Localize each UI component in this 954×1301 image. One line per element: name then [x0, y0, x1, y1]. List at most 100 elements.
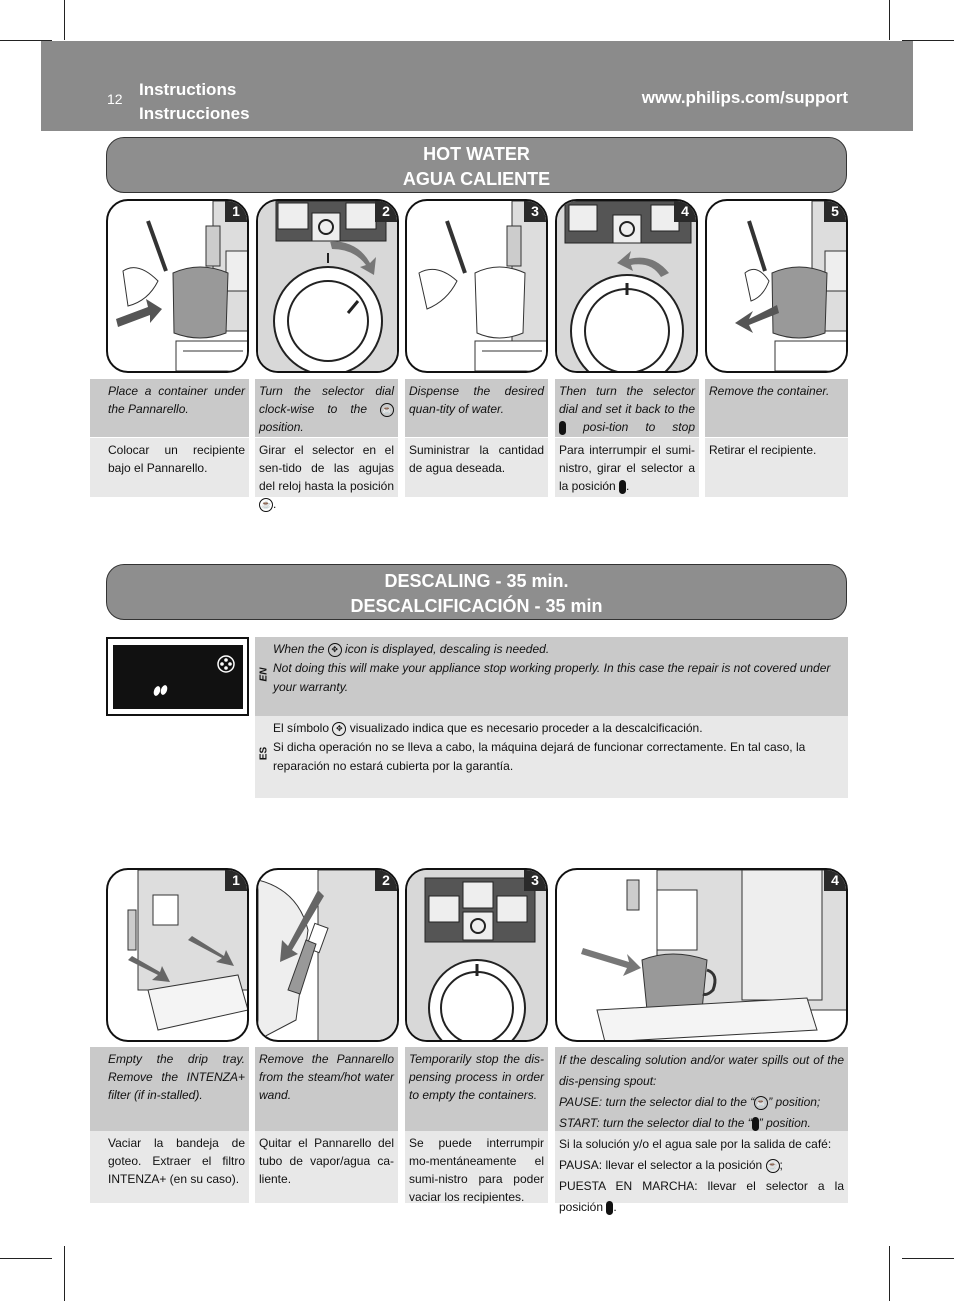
info-text: icon is displayed, descaling is needed.	[341, 642, 550, 656]
selector-dial-illustration	[557, 201, 696, 371]
step-text: .	[613, 1200, 617, 1214]
descaling-title-es: DESCALCIFICACIÓN - 35 min	[350, 596, 603, 616]
step-text: Empty the drip tray. Remove the INTENZA+…	[108, 1052, 245, 1102]
descaling-step-4-en: If the descaling solution and/or water s…	[555, 1047, 848, 1131]
info-text: When the	[273, 642, 328, 656]
remove-pannarello-illustration	[258, 870, 397, 1040]
step-text: Vaciar la bandeja de goteo. Extraer el f…	[108, 1136, 245, 1186]
step-text: Quitar el Pannarello del tubo de vapor/a…	[259, 1136, 394, 1186]
drip-tray-illustration	[127, 870, 247, 1031]
page-header: 12 Instructions Instrucciones www.philip…	[41, 41, 913, 131]
hot-water-step-3-en: Dispense the desired quan-tity of water.	[405, 379, 548, 437]
descaling-step-3-es: Se puede interrumpir mo-mentáneamente el…	[405, 1131, 548, 1204]
hot-water-illustration-1: 1	[106, 199, 249, 373]
descaling-step-3-en: Temporarily stop the dis-pensing process…	[405, 1047, 548, 1131]
descaling-step-2-es: Quitar el Pannarello del tubo de vapor/a…	[255, 1131, 398, 1203]
step-text: Remove the container.	[709, 384, 830, 398]
selector-dial-illustration	[258, 201, 397, 371]
step-text: Si la solución y/o el agua sale por la s…	[559, 1137, 832, 1151]
standby-position-icon	[606, 1200, 614, 1215]
step-text: Dispense the desired quan-tity of water.	[409, 384, 544, 416]
page-number: 12	[107, 91, 123, 107]
step-text: Remove the Pannarello from the steam/hot…	[259, 1052, 394, 1102]
pause-instruction: PAUSA: llevar el selector a la posición …	[559, 1155, 844, 1176]
cup-steam-icon: ☕	[765, 1158, 780, 1173]
step-text: Place a container under the Pannarello.	[108, 384, 245, 416]
hot-water-title-bar: HOT WATER AGUA CALIENTE	[106, 137, 847, 193]
descaling-step-1-es: Vaciar la bandeja de goteo. Extraer el f…	[90, 1131, 249, 1203]
step-text: PUESTA EN MARCHA: llevar el selector a l…	[559, 1179, 844, 1214]
hot-water-step-2-es: Girar el selector en el sen-tido de las …	[255, 438, 398, 512]
descaling-icon: ✥	[332, 721, 347, 736]
cup-steam-icon: ☕	[259, 497, 273, 512]
descaling-info-line-1: El símbolo ✥ visualizado indica que es n…	[273, 719, 844, 738]
crop-mark	[902, 1258, 954, 1259]
descaling-info-line-2: Not doing this will make your appliance …	[273, 661, 831, 694]
hot-water-illustration-4: 4	[555, 199, 698, 373]
descaling-info-line-1: When the ✥ icon is displayed, descaling …	[273, 640, 844, 659]
descaling-title-bar: DESCALING - 35 min. DESCALCIFICACIÓN - 3…	[106, 564, 847, 620]
crop-mark	[64, 0, 65, 40]
descaling-info-line-2: Si dicha operación no se lleva a cabo, l…	[273, 740, 806, 773]
standby-position-icon	[751, 1116, 759, 1131]
support-url[interactable]: www.philips.com/support	[641, 88, 848, 107]
step-text: ” position.	[758, 1116, 811, 1130]
hot-water-step-5-en: Remove the container.	[705, 379, 848, 437]
step-text: Retirar el recipiente.	[709, 443, 817, 457]
step-number: 1	[225, 201, 247, 222]
hot-water-step-1-es: Colocar un recipiente bajo el Pannarello…	[90, 438, 249, 497]
step-number: 2	[375, 201, 397, 222]
crop-mark	[889, 1246, 890, 1301]
step-number: 4	[824, 870, 846, 891]
descaling-info-en: EN When the ✥ icon is displayed, descali…	[255, 637, 848, 716]
crop-mark	[889, 0, 890, 40]
step-text: position.	[259, 420, 304, 434]
step-number: 1	[225, 870, 247, 891]
hot-water-step-3-es: Suministrar la cantidad de agua deseada.	[405, 438, 548, 497]
header-title: Instructions Instrucciones	[139, 78, 250, 126]
hot-water-step-1-en: Place a container under the Pannarello.	[90, 379, 249, 437]
step-text: Se puede interrumpir mo-mentáneamente el…	[409, 1136, 544, 1204]
hot-water-illustration-5: 5	[705, 199, 848, 373]
descaling-icon: ✥	[327, 642, 342, 657]
step-text: .	[626, 479, 630, 493]
step-text: Girar el selector en el sen-tido de las …	[259, 443, 394, 493]
descaling-step-2-en: Remove the Pannarello from the steam/hot…	[255, 1047, 398, 1131]
descaling-illustration-1: 1	[106, 868, 249, 1042]
step-number: 2	[375, 870, 397, 891]
hot-water-step-2-en: Turn the selector dial clock-wise to the…	[255, 379, 398, 437]
crop-mark	[0, 40, 52, 41]
hot-water-step-4-en: Then turn the selector dial and set it b…	[555, 379, 699, 452]
dispensing-illustration	[418, 201, 546, 371]
descaling-display-icons	[153, 655, 235, 696]
step-text: Temporarily stop the dis-pensing process…	[409, 1052, 544, 1102]
info-text: visualizado indica que es necesario proc…	[346, 721, 703, 735]
step-number: 3	[524, 870, 546, 891]
display-screen	[113, 645, 243, 709]
selector-dial-illustration	[407, 870, 546, 1040]
step-text: If the descaling solution and/or water s…	[559, 1053, 844, 1088]
start-instruction: PUESTA EN MARCHA: llevar el selector a l…	[559, 1176, 844, 1218]
hot-water-title-en: HOT WATER	[423, 144, 530, 164]
hot-water-step-5-es: Retirar el recipiente.	[705, 438, 848, 497]
machine-display	[106, 637, 249, 716]
step-text: PAUSA: llevar el selector a la posición	[559, 1158, 766, 1172]
step-text: PAUSE: turn the selector dial to the “	[559, 1095, 755, 1109]
descaling-step-1-en: Empty the drip tray. Remove the INTENZA+…	[90, 1047, 249, 1131]
machine-illustration	[116, 201, 247, 371]
descaling-illustration-3: 3	[405, 868, 548, 1042]
hot-water-title-es: AGUA CALIENTE	[402, 169, 551, 189]
lang-label-en: EN	[258, 667, 270, 682]
cup-steam-icon: ☕	[754, 1095, 769, 1110]
step-text: Then turn the selector dial and set it b…	[559, 384, 695, 416]
lang-label-es: ES	[258, 746, 270, 761]
descaling-info-es: ES El símbolo ✥ visualizado indica que e…	[255, 716, 848, 798]
descaling-illustration-2: 2	[256, 868, 399, 1042]
descaling-step-4-es: Si la solución y/o el agua sale por la s…	[555, 1131, 848, 1215]
step-text: Turn the selector dial clock-wise to the	[259, 384, 394, 416]
step-number: 5	[824, 201, 846, 222]
step-text: Para interrumpir el sumi-nistro, girar e…	[559, 443, 695, 493]
start-instruction: START: turn the selector dial to the “” …	[559, 1113, 844, 1134]
descaling-title-en: DESCALING - 35 min.	[384, 571, 569, 591]
step-number: 3	[524, 201, 546, 222]
